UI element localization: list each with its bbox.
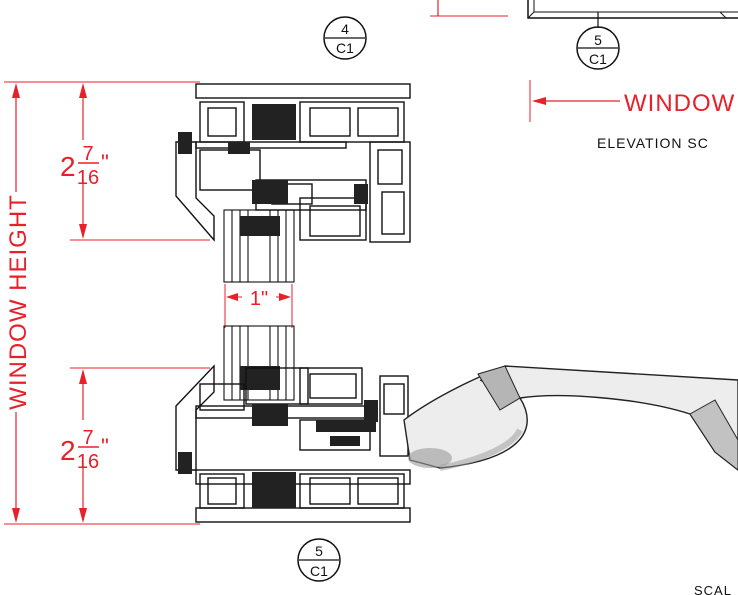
- head-gaskets: [178, 104, 368, 204]
- dimension-numerator: 7: [82, 427, 93, 449]
- glass-thickness-label: 1": [250, 288, 268, 310]
- window-dimension-label: WINDOW: [624, 90, 735, 117]
- section-callout-top: 4 C1: [323, 16, 367, 60]
- dimension-whole: 2: [60, 435, 76, 466]
- top-frame-dimension: 2 7 16 ": [60, 83, 210, 241]
- sill-frame-profile: [175, 364, 411, 523]
- dimension-denominator: 16: [77, 167, 99, 189]
- dimension-unit: ": [101, 150, 109, 175]
- callout-number: 5: [315, 543, 323, 559]
- window-height-label: WINDOW HEIGHT: [5, 194, 32, 410]
- arrow-head-icon: [532, 97, 546, 105]
- callout-sheet: C1: [310, 563, 328, 579]
- callout-sheet: C1: [336, 40, 354, 56]
- callout-sheet: C1: [589, 51, 607, 67]
- glass-thickness-dimension: 1": [224, 284, 293, 328]
- dimension-whole: 2: [60, 151, 76, 182]
- dimension-denominator: 16: [77, 451, 99, 473]
- bottom-frame-dimension: 2 7 16 ": [60, 367, 210, 523]
- scale-note: SCAL: [694, 583, 732, 595]
- callout-number: 4: [341, 21, 349, 37]
- elevation-scale-note: ELEVATION SC: [597, 135, 709, 151]
- elevation-view-fragment: [430, 0, 738, 122]
- dimension-numerator: 7: [82, 143, 93, 165]
- crank-handle-icon: [403, 365, 738, 471]
- dimension-unit: ": [101, 434, 109, 459]
- callout-number: 5: [594, 32, 602, 48]
- sill-gaskets: [178, 400, 378, 508]
- section-callout-bottom: 5 C1: [297, 538, 341, 582]
- head-frame-profile: [175, 83, 411, 243]
- section-callout-top-right: 5 C1: [576, 26, 620, 70]
- window-height-dimension: WINDOW HEIGHT: [4, 81, 200, 525]
